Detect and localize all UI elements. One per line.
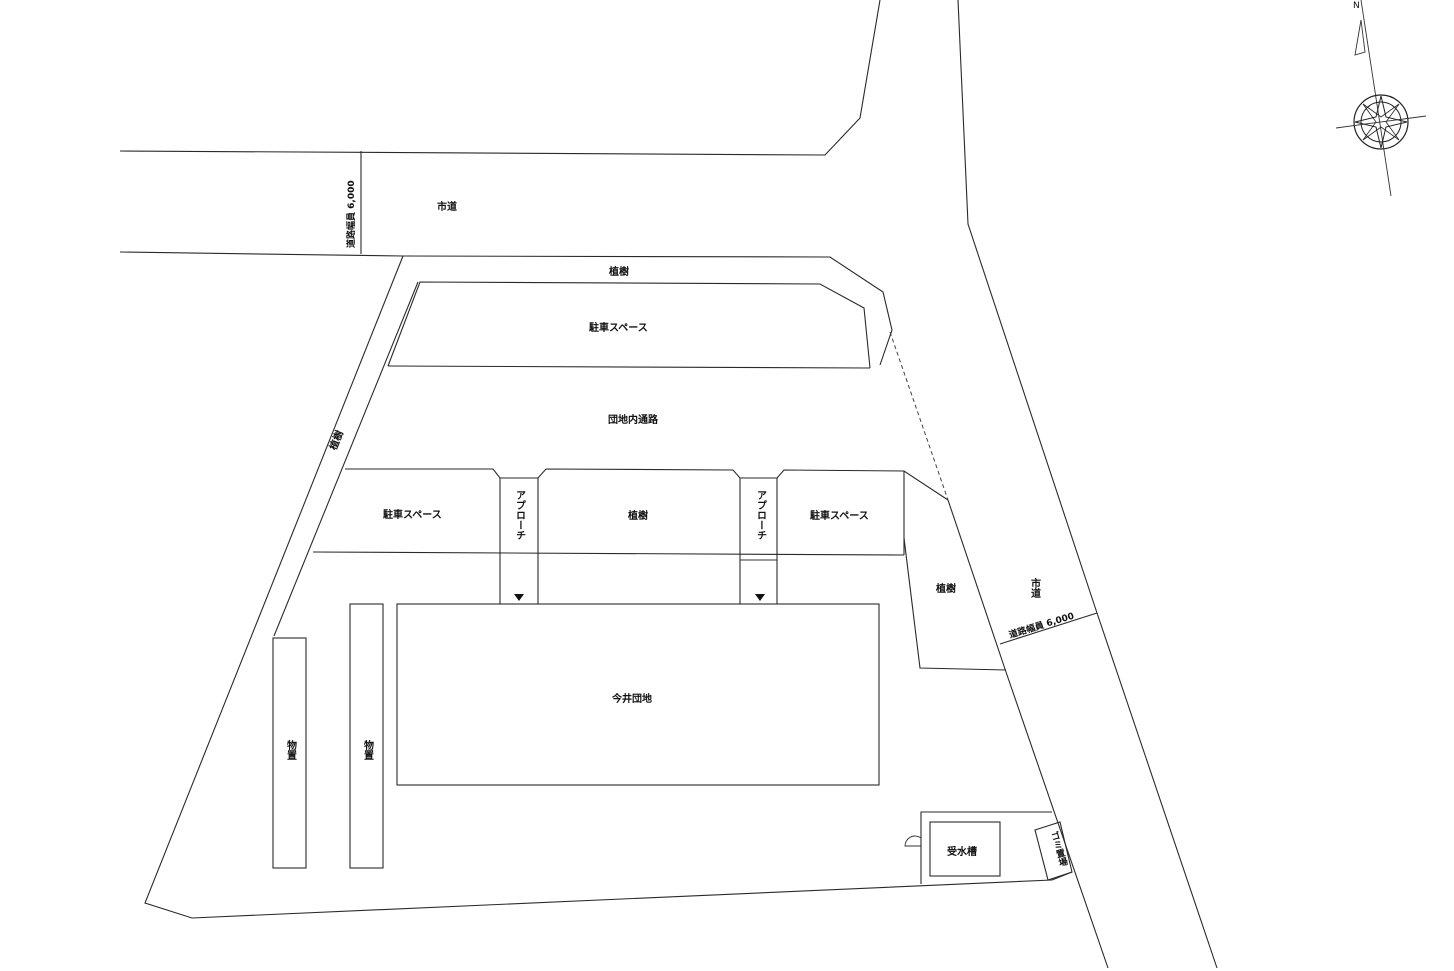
site-boundary	[144, 255, 1073, 919]
label-planting-top: 植樹	[608, 265, 629, 278]
label-internal-road: 団地内通路	[608, 413, 659, 426]
label-approach-right: アプローチ	[755, 490, 767, 540]
label-storage-2: 物置	[362, 739, 374, 760]
middle-band	[312, 468, 949, 604]
storage-shed-2	[349, 603, 384, 869]
label-parking-left: 駐車スペース	[383, 508, 442, 521]
top-parking-area	[387, 281, 871, 369]
entrance-arrow-left	[514, 594, 524, 601]
label-planting-right: 植樹	[935, 582, 956, 595]
building-imai-danchi	[396, 603, 880, 786]
label-road-width-top: 道路幅員 6,000	[345, 180, 357, 248]
label-city-road-top: 市道	[437, 200, 457, 213]
label-storage-1: 物置	[285, 739, 297, 760]
label-planting-center: 植樹	[627, 509, 648, 522]
entrance-arrow-right	[755, 594, 765, 601]
top-road	[119, 0, 881, 257]
right-road	[947, 0, 1218, 969]
north-label: N	[1353, 1, 1360, 11]
water-tank-area	[904, 811, 1052, 884]
north-compass-icon: N	[1335, 0, 1427, 197]
label-water-tank: 受水槽	[947, 845, 977, 858]
garbage-area	[1034, 821, 1073, 881]
label-building: 今井団地	[611, 692, 652, 705]
left-planting-inner	[273, 281, 419, 637]
label-parking-right: 駐車スペース	[810, 509, 869, 522]
label-road-width-right: 道路幅員 6,000	[1007, 610, 1075, 641]
storage-shed-1	[272, 637, 307, 869]
label-parking-top: 駐車スペース	[589, 321, 648, 334]
right-planting-area	[903, 537, 1007, 671]
label-garbage: ゴミ置場	[1048, 829, 1069, 868]
label-city-road-right: 市道	[1029, 577, 1041, 599]
label-approach-left: アプローチ	[514, 490, 526, 540]
